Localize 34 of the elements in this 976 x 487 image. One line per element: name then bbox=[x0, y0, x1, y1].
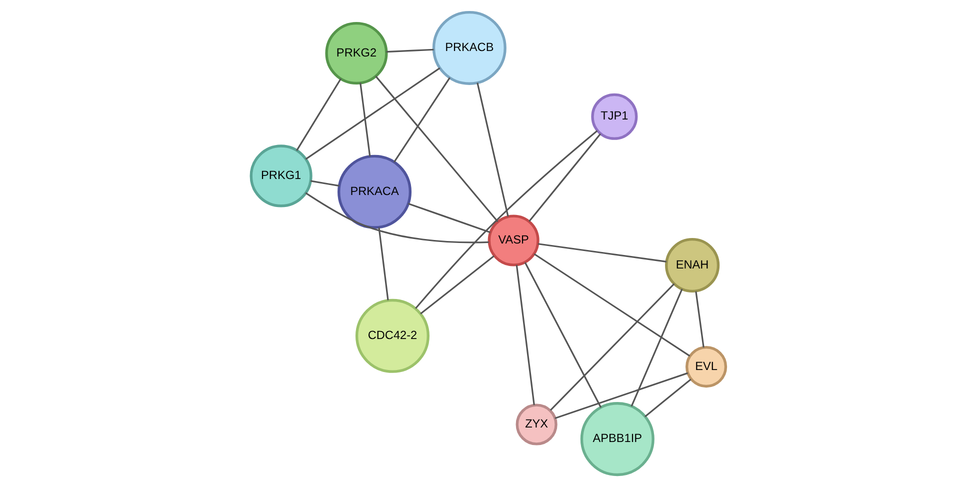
connector bbox=[378, 227, 388, 300]
connector bbox=[524, 262, 602, 408]
connector bbox=[296, 78, 342, 151]
node-circle: TJP1 bbox=[590, 93, 638, 140]
connector bbox=[374, 76, 498, 222]
connector bbox=[414, 130, 598, 309]
node-circle: EVL bbox=[684, 346, 727, 388]
connector bbox=[549, 283, 674, 411]
connector bbox=[533, 253, 690, 357]
node-circle: ZYX bbox=[515, 404, 557, 446]
connector bbox=[310, 180, 339, 187]
connector bbox=[630, 288, 682, 407]
connector bbox=[407, 202, 490, 234]
connector bbox=[304, 192, 488, 244]
connector bbox=[393, 77, 450, 162]
node-circle: PRKACB bbox=[432, 10, 506, 85]
connector bbox=[554, 372, 688, 419]
connector bbox=[537, 243, 666, 262]
node-circle: VASP bbox=[487, 214, 539, 266]
connector bbox=[694, 291, 704, 348]
connector bbox=[644, 378, 691, 418]
connector bbox=[386, 48, 434, 53]
connector bbox=[420, 255, 494, 314]
connector bbox=[528, 133, 601, 222]
connector bbox=[359, 82, 370, 157]
connector bbox=[476, 82, 508, 217]
node-circle: APBB1IP bbox=[580, 402, 654, 476]
node-circle: PRKG2 bbox=[324, 22, 388, 85]
node-circle: CDC42-2 bbox=[354, 298, 429, 373]
connector bbox=[515, 264, 534, 406]
node-circle: ENAH bbox=[664, 238, 720, 293]
node-circle: PRKACA bbox=[337, 154, 412, 229]
node-circle: PRKG1 bbox=[249, 144, 312, 208]
connector bbox=[304, 67, 440, 160]
